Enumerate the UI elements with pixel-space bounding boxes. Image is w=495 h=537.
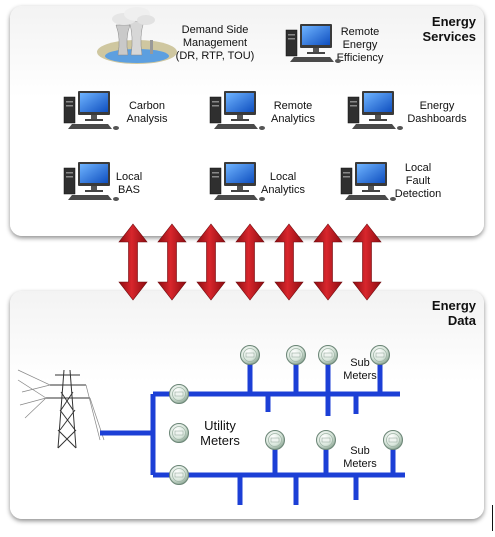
- computer-icon: [209, 161, 266, 202]
- demand-side-management-label: Demand Side Management (DR, RTP, TOU): [175, 24, 255, 62]
- sub-meter-icon: [265, 430, 285, 450]
- computer-icon: [63, 90, 120, 131]
- double-arrow-icon: [157, 223, 187, 301]
- sub-meters-label-top: Sub Meters: [343, 357, 377, 382]
- carbon-analysis-label: Carbon Analysis: [126, 100, 168, 125]
- sub-meter-icon: [316, 430, 336, 450]
- double-arrow-icon: [352, 223, 382, 301]
- computer-icon: [209, 90, 266, 131]
- power-plant-icon: [97, 7, 177, 64]
- computer-icon: [340, 161, 397, 202]
- utility-meter-icon: [169, 465, 189, 485]
- computer-icon: [63, 161, 120, 202]
- energy-data-panel: [10, 291, 484, 519]
- double-arrow-icon: [118, 223, 148, 301]
- double-arrow-icon: [235, 223, 265, 301]
- energy-dashboards-label: Energy Dashboards: [407, 100, 467, 125]
- sub-meter-icon: [286, 345, 306, 365]
- sub-meter-icon: [318, 345, 338, 365]
- transmission-tower-icon: [17, 369, 105, 449]
- energy-data-title: Energy Data: [431, 298, 476, 328]
- sub-meters-label-bottom: Sub Meters: [343, 445, 377, 470]
- double-arrow-icon: [196, 223, 226, 301]
- computer-icon: [347, 90, 404, 131]
- utility-meter-icon: [169, 384, 189, 404]
- remote-analytics-label: Remote Analytics: [270, 100, 316, 125]
- text-cursor: [492, 505, 493, 531]
- utility-meter-icon: [169, 423, 189, 443]
- local-analytics-label: Local Analytics: [260, 171, 306, 196]
- local-bas-label: Local BAS: [115, 171, 143, 196]
- local-fault-detection-label: Local Fault Detection: [394, 162, 442, 200]
- sub-meter-icon: [383, 430, 403, 450]
- sub-meter-icon: [240, 345, 260, 365]
- computer-icon: [285, 23, 342, 64]
- double-arrow-icon: [313, 223, 343, 301]
- double-arrow-icon: [274, 223, 304, 301]
- utility-meters-label: Utility Meters: [200, 418, 240, 448]
- energy-services-title: Energy Services: [422, 14, 477, 44]
- remote-energy-efficiency-label: Remote Energy Efficiency: [336, 26, 384, 64]
- arrow-group: [118, 223, 382, 301]
